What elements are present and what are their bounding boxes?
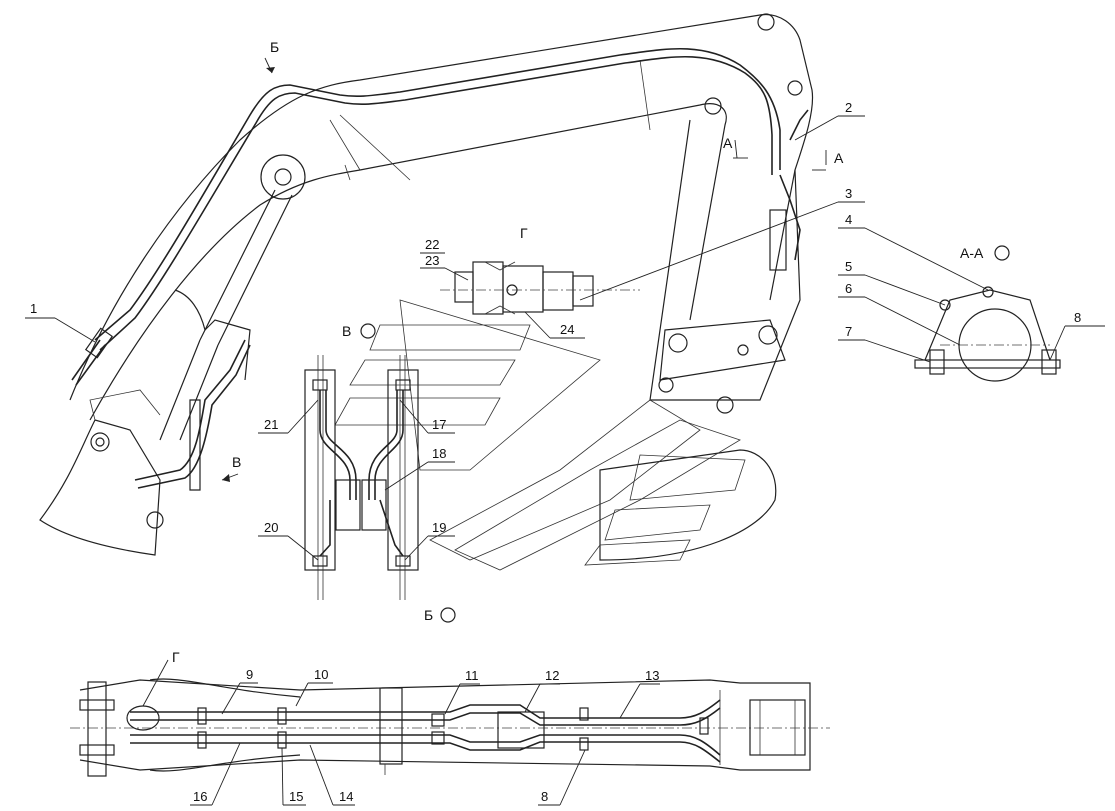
boom-side-view (39, 13, 814, 571)
view-arrow-b: Б (264, 39, 279, 74)
callout-9: 9 (246, 667, 253, 682)
callout-8-plan: 8 (541, 789, 548, 804)
callout-leaders (25, 115, 1105, 806)
view-arrow-b-label: Б (270, 39, 279, 55)
callout-13: 13 (645, 668, 659, 683)
view-arrow-v-label: В (232, 454, 241, 470)
view-b-title: Б (424, 607, 433, 623)
view-v-marker (360, 323, 376, 339)
section-a-right-label: А (834, 150, 844, 166)
detail-g-coupling: Г (440, 225, 640, 315)
callout-7: 7 (845, 324, 852, 339)
callout-22: 22 (425, 237, 439, 252)
callout-20: 20 (264, 520, 278, 535)
callout-11: 11 (465, 668, 479, 683)
section-aa-title: А-А (960, 245, 984, 261)
callout-24: 24 (560, 322, 574, 337)
callout-3: 3 (845, 186, 852, 201)
callout-17: 17 (432, 417, 446, 432)
section-a-marks: А А (723, 135, 844, 171)
view-arrow-v: В (221, 454, 241, 482)
callout-g-plan: Г (172, 649, 180, 665)
section-aa-clamp: А-А (914, 245, 1061, 382)
callout-21: 21 (264, 417, 278, 432)
callout-15: 15 (289, 789, 303, 804)
section-aa-marker (994, 245, 1010, 261)
callout-18: 18 (432, 446, 446, 461)
callout-numbers: 1 2 3 4 5 6 7 8 22 23 24 21 17 18 20 19 … (30, 100, 1081, 804)
view-v-title: В (342, 323, 351, 339)
callout-10: 10 (314, 667, 328, 682)
callout-8: 8 (1074, 310, 1081, 325)
callout-16: 16 (193, 789, 207, 804)
callout-6: 6 (845, 281, 852, 296)
section-a-left-label: А (723, 135, 733, 151)
callout-2: 2 (845, 100, 852, 115)
detail-g-title: Г (520, 225, 528, 241)
view-b-marker (440, 607, 456, 623)
callout-23: 23 (425, 253, 439, 268)
callout-1: 1 (30, 301, 37, 316)
callout-12: 12 (545, 668, 559, 683)
callout-4: 4 (845, 212, 852, 227)
callout-14: 14 (339, 789, 353, 804)
callout-19: 19 (432, 520, 446, 535)
callout-5: 5 (845, 259, 852, 274)
view-v-hose-plates: В Б (304, 323, 456, 623)
boom-plan-view (70, 678, 830, 777)
